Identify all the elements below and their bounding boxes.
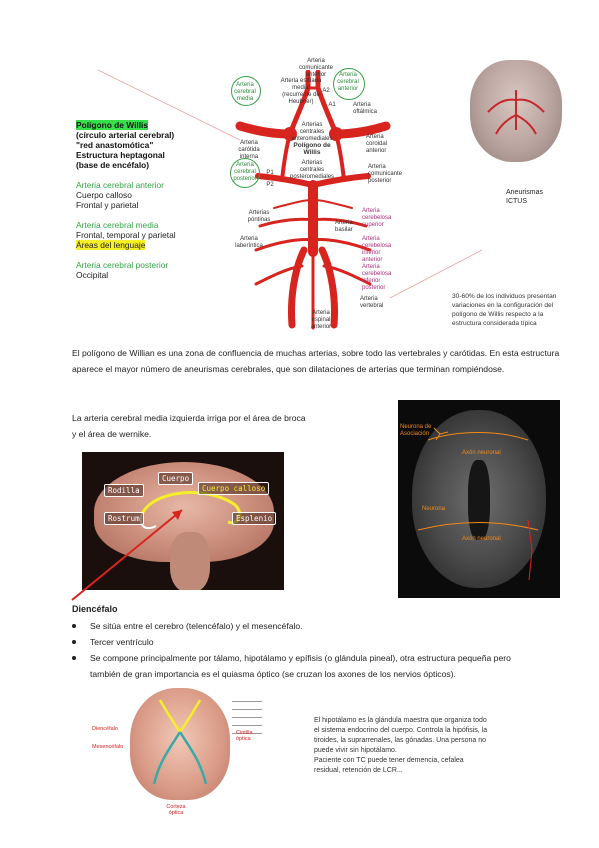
label-comunicante-anterior: Arteria comunicante anterior (298, 58, 334, 78)
side-sub2: "red anastomótica" (76, 140, 154, 150)
brainbase-label-cintilla: Cintilla óptica (236, 730, 253, 742)
mri-image: Neurona de Asociación Axón neuronal Neur… (398, 400, 560, 598)
acp-title: Arteria cerebral posterior (76, 260, 169, 270)
label-pontinas: Arterias póntinas (247, 210, 271, 223)
brainbase-label-mesencefalo: Mesencéfalo (92, 744, 124, 750)
optic-pathway (152, 699, 208, 785)
brainbase-label-diencefalo: Diencéfalo (92, 726, 118, 732)
label-coroidal-anterior: Arteria coroidal anterior (366, 134, 388, 154)
side-sub1: (círculo arterial cerebral) (76, 130, 175, 140)
pointer-lines (97, 69, 483, 299)
red-arrow (71, 509, 183, 601)
label-estriada-medial: Arteria estriada medial (recurrente de H… (280, 78, 322, 105)
mri-ventricles (468, 460, 490, 540)
mri-label-axon-1: Axón neuronal (462, 450, 501, 456)
hipotalamo-line1: El hipotálamo es la glándula maestra que… (314, 717, 487, 724)
label-cerebelosa-inf-posterior: Arteria cerebelosa inferior posterior (362, 264, 392, 291)
aca-line2: Frontal y parietal (76, 200, 139, 210)
bullet-3-cont: también de gran importancia es el quiasm… (90, 666, 580, 682)
brainstem (170, 532, 210, 590)
side-sub4: (base de encéfalo) (76, 160, 150, 170)
hipotalamo-line2: el sistema endocrino del cuerpo. Control… (314, 727, 488, 734)
brain-base-photo (470, 60, 562, 162)
paragraph-cerebral-media-line1: La arteria cerebral media izquierda irri… (72, 413, 306, 423)
label-poligono: Polígono de Willis (293, 142, 331, 156)
hipotalamo-line6: residual, retención de LCR... (314, 767, 403, 774)
photo-label-rostrum: Rostrum (104, 512, 144, 525)
paragraph-cerebral-media-line2: y el área de wernike. (72, 429, 152, 439)
paragraph-willis: El polígono de Willian es una zona de co… (72, 348, 560, 374)
brain-base-diagram (130, 688, 230, 800)
label-p1: P1 (266, 170, 274, 176)
label-oftalmica: Arteria oftálmica (353, 102, 378, 115)
acm-line2: Áreas del lenguaje (76, 240, 146, 250)
label-laberintica: Arteria laberíntica (235, 236, 263, 249)
label-cerebelosa-superior: Arteria cerebelosa superior (362, 208, 392, 228)
bullet-1-text: Se sitúa entre el cerebro (telencéfalo) … (90, 621, 303, 631)
label-a2: A2 (322, 88, 330, 94)
label-centrales-anteromediales: Arterias centrales anteromediales (291, 122, 333, 142)
aneurismas-label: Aneurismas ICTUS (506, 188, 543, 206)
side-sub3: Estructura heptagonal (76, 150, 165, 160)
label-p2: P2 (266, 182, 274, 188)
brain-base-arteries (487, 90, 545, 135)
label-centrales-posteromediales: Arterias centrales posteromediales (290, 160, 335, 180)
willis-artery-diagram (235, 70, 391, 330)
mri-neuron-overlay (417, 427, 539, 581)
diencefalo-heading: Diencéfalo (72, 604, 118, 614)
label-vertebral: Arteria vertebral (360, 296, 384, 309)
photo-label-cuerpo-calloso: Cuerpo calloso (198, 482, 270, 495)
paragraph-cerebral-media: La arteria cerebral media izquierda irri… (72, 410, 372, 442)
mri-label-neurona-asociacion: Neurona de Asociación (400, 424, 432, 437)
brain-base-legend (232, 694, 262, 734)
mri-label-axon-2: Axón neuronal (462, 536, 501, 542)
hipotalamo-line3: tiroides, la suprarrenales, las gónadas.… (314, 737, 486, 744)
diencefalo-bullets: Se sitúa entre el cerebro (telencéfalo) … (72, 618, 580, 682)
label-cerebral-anterior: Arteria cerebral anterior (337, 72, 359, 92)
label-cerebral-posterior: Arteria cerebral posterior (233, 162, 257, 182)
label-espinal-anterior: Arteria espinal anterior (310, 310, 332, 330)
label-cerebelosa-inf-anterior: Arteria cerebelosa inferior anterior (362, 236, 392, 263)
label-carotida-interna: Arteria carótida interna (238, 140, 260, 160)
hipotalamo-note: El hipotálamo es la glándula maestra que… (314, 716, 544, 776)
photo-label-cuerpo: Cuerpo (158, 472, 194, 485)
acm-title: Arteria cerebral media (76, 220, 159, 230)
highlight-circle-acp (230, 158, 260, 188)
bullet-3: Se compone principalmente por tálamo, hi… (72, 650, 580, 666)
highlight-circle-acm (231, 76, 261, 106)
label-comunicante-posterior: Arteria comunicante posterior (368, 164, 403, 184)
aca-line1: Cuerpo calloso (76, 190, 132, 200)
label-cerebral-media: Arteria cerebral media (234, 82, 256, 102)
bullet-1: Se sitúa entre el cerebro (telencéfalo) … (72, 618, 580, 634)
ictus-text: ICTUS (506, 198, 527, 205)
bullet-2: Tercer ventrículo (72, 634, 580, 650)
willis-side-description: Polígono de Willis (círculo arterial cer… (76, 120, 236, 280)
highlight-circle-aca (333, 68, 365, 100)
bullet-3-text-line2: también de gran importancia es el quiasm… (90, 669, 456, 679)
acp-line1: Occipital (76, 270, 109, 280)
hipotalamo-line5: Paciente con TC puede tener demencia, ce… (314, 757, 464, 764)
acm-line1: Frontal, temporal y parietal (76, 230, 176, 240)
variaciones-note: 30-60% de los individuos presentan varia… (452, 293, 557, 327)
photo-label-rodilla: Rodilla (104, 484, 144, 497)
side-title: Polígono de Willis (76, 120, 149, 130)
sagittal-brain-photo: Cuerpo Rodilla Cuerpo calloso Rostrum Es… (82, 452, 284, 590)
aca-title: Arteria cerebral anterior (76, 180, 164, 190)
mri-label-neurona: Neurona (422, 506, 446, 512)
label-basilar: Arteria basilar (335, 220, 353, 233)
bullet-2-text: Tercer ventrículo (90, 637, 154, 647)
hipotalamo-line4: puede vivir sin hipotálamo. (314, 747, 397, 754)
brainbase-label-corteza: Corteza óptica (166, 804, 186, 816)
label-a1: A1 (328, 102, 336, 108)
bullet-3-text-line1: Se compone principalmente por tálamo, hi… (90, 653, 511, 663)
aneurismas-text: Aneurismas (506, 189, 543, 196)
photo-label-esplenio: Esplenio (232, 512, 277, 525)
